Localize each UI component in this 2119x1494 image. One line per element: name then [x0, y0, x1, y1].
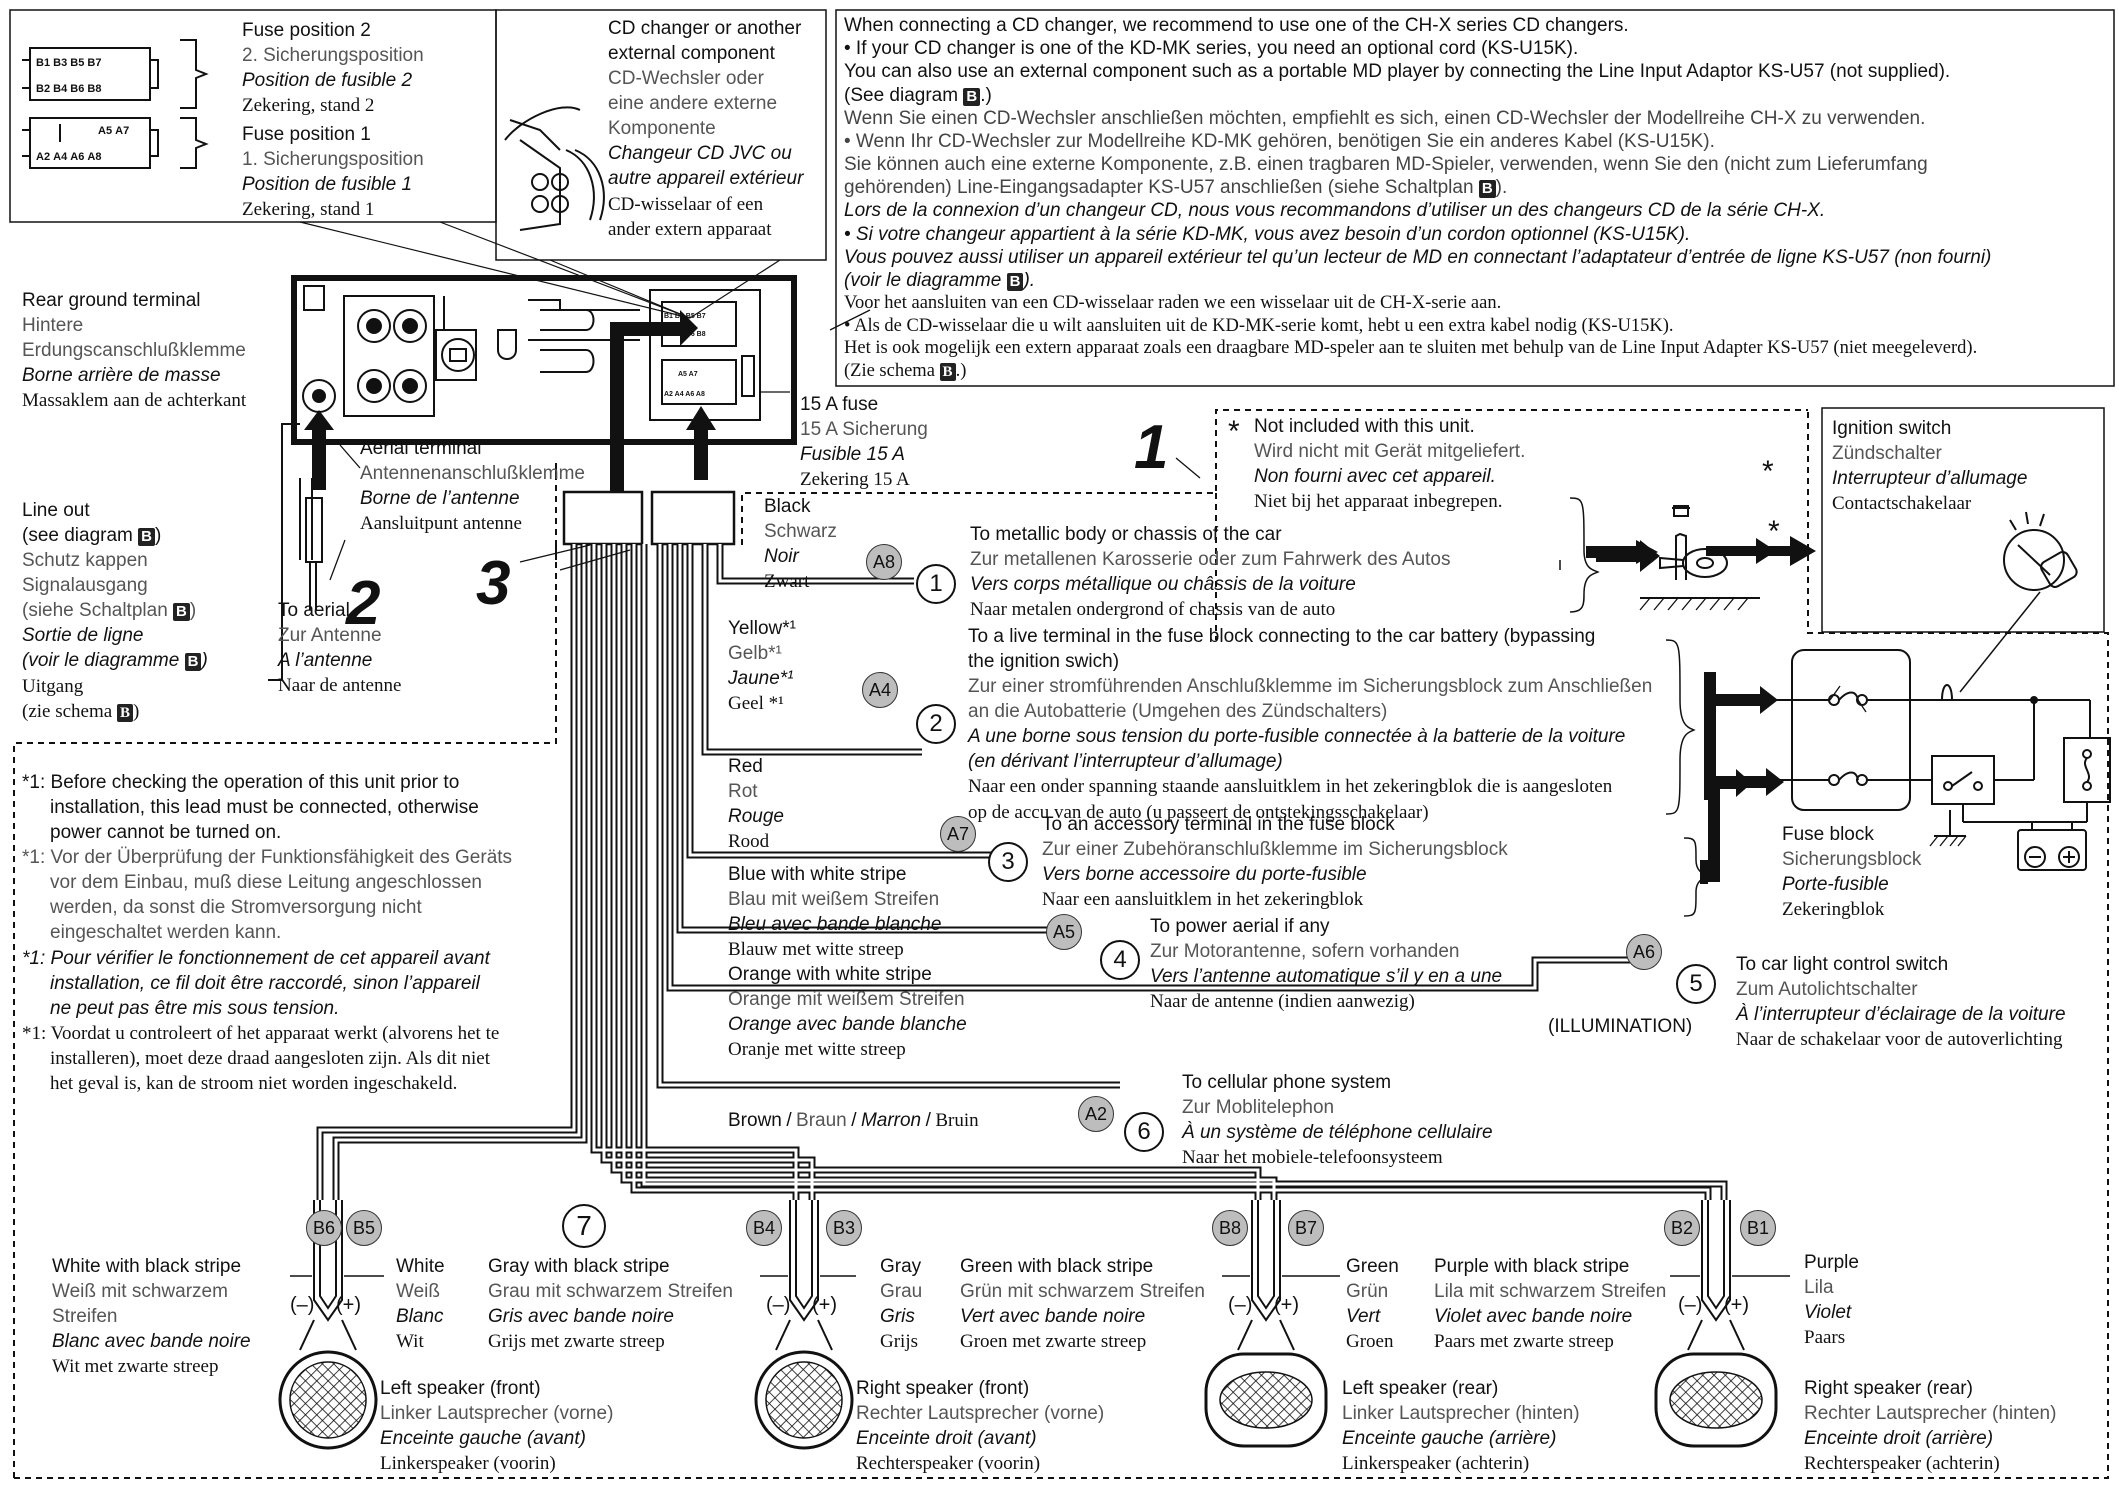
badge-b7: B7: [1288, 1210, 1324, 1246]
wire-blue-colors: Blue with white stripe Blau mit weißem S…: [728, 864, 942, 961]
fuse-pins-b-top: B1 B3 B5 B7: [36, 57, 102, 69]
speaker-rf-pos-wire: Gray Grau Gris Grijs: [880, 1256, 923, 1353]
footnote: *1: Before checking the operation of thi…: [22, 772, 513, 1094]
ignition-switch-label: Ignition switch Zündschalter Interrupteu…: [1832, 418, 2028, 515]
badge-a2: A2: [1078, 1096, 1114, 1132]
wire-orange-colors: Orange with white stripe Orange mit weiß…: [728, 964, 967, 1061]
speaker-lr-label: Left speaker (rear) Linker Lautsprecher …: [1342, 1378, 1580, 1475]
wire-number-6: 6: [1124, 1112, 1164, 1152]
screw-star: *: [1762, 455, 1774, 488]
wire-yellow-destination: To a live terminal in the fuse block con…: [968, 626, 1653, 823]
harness-connector-right: [650, 490, 736, 546]
wire-red-destination: To an accessory terminal in the fuse blo…: [1042, 814, 1508, 911]
illumination-label: (ILLUMINATION): [1548, 1016, 1693, 1037]
wire-number-7: 7: [562, 1204, 606, 1248]
speaker-right-front: [754, 1350, 854, 1450]
line-out-label: Line out (see diagram B) Schutz kappen S…: [22, 500, 208, 722]
polarity-neg-lr: (–): [1228, 1294, 1253, 1316]
polarity-neg-rf: (–): [766, 1294, 791, 1316]
ignition-box: [1821, 407, 2105, 633]
polarity-neg-lf: (–): [290, 1294, 315, 1316]
ignition-key: [2003, 511, 2078, 591]
polarity-pos-lr: (+): [1274, 1294, 1299, 1316]
badge-b5: B5: [346, 1210, 382, 1246]
harness-connector-left: [562, 490, 644, 546]
polarity-pos-lf: (+): [336, 1294, 361, 1316]
wire-orange-destination: To car light control switch Zum Autolich…: [1736, 954, 2066, 1051]
speaker-rf-label: Right speaker (front) Rechter Lautsprech…: [856, 1378, 1105, 1475]
wire-yellow-colors: Yellow*¹ Gelb*¹ Jaune*¹ Geel *¹: [728, 618, 796, 715]
fuse-block-schematic: [1776, 649, 2111, 871]
cd-connection-notes: When connecting a CD changer, we recomme…: [844, 15, 1992, 381]
cd-changer-label: CD changer or another external component…: [608, 18, 804, 240]
speaker-lf-neg-wire: White with black stripe Weiß mit schwarz…: [52, 1256, 251, 1378]
callout-1: 1: [1134, 413, 1169, 482]
fuse-pins-a-bottom: A2 A4 A6 A8: [36, 151, 102, 163]
wire-brown-destination: To cellular phone system Zur Mobliteleph…: [1182, 1072, 1493, 1169]
cd-changer-box: [495, 9, 827, 261]
speaker-left-rear: [1204, 1352, 1328, 1448]
speaker-lf-pos-wire: White Weiß Blanc Wit: [396, 1256, 445, 1353]
fuse-block-label: Fuse block Sicherungsblock Porte-fusible…: [1782, 824, 1922, 921]
not-included-star: *: [1228, 415, 1240, 448]
head-unit-rear: [291, 275, 797, 445]
badge-b3: B3: [826, 1210, 862, 1246]
wire-black-destination: To metallic body or chassis of the car Z…: [970, 524, 1451, 621]
speaker-right-rear: [1654, 1352, 1778, 1448]
badge-a6: A6: [1626, 934, 1662, 970]
wire-number-2: 2: [916, 704, 956, 744]
svg-text:A2 A4 A6 A8: A2 A4 A6 A8: [664, 391, 705, 398]
speaker-rr-pos-wire: Purple Lila Violet Paars: [1804, 1252, 1859, 1349]
speaker-lr-neg-wire: Green with black stripe Grün mit schwarz…: [960, 1256, 1205, 1353]
speaker-lf-label: Left speaker (front) Linker Lautsprecher…: [380, 1378, 614, 1475]
wire-red-colors: Red Rot Rouge Rood: [728, 756, 784, 853]
fuse-position-1-label: Fuse position 1 1. Sicherungsposition Po…: [242, 124, 424, 221]
badge-a8: A8: [866, 544, 902, 580]
polarity-neg-rr: (–): [1678, 1294, 1703, 1316]
badge-b6: B6: [306, 1210, 342, 1246]
callout-3: 3: [476, 549, 511, 618]
speaker-rr-label: Right speaker (rear) Rechter Lautspreche…: [1804, 1378, 2057, 1475]
speaker-rr-neg-wire: Purple with black stripe Lila mit schwar…: [1434, 1256, 1667, 1353]
fuse-pins-b-bottom: B2 B4 B6 B8: [36, 83, 102, 95]
badge-b8: B8: [1212, 1210, 1248, 1246]
svg-text:A5 A7: A5 A7: [678, 371, 698, 378]
ground-lug: [1639, 505, 1760, 611]
speaker-lr-pos-wire: Green Grün Vert Groen: [1346, 1256, 1399, 1353]
speaker-left-front: [278, 1350, 378, 1450]
badge-a7: A7: [940, 816, 976, 852]
wire-black-colors: Black Schwarz Noir Zwart: [764, 496, 837, 593]
boundary-not-included: [741, 409, 1808, 545]
lug-star: *: [1768, 515, 1780, 548]
not-included-label: Not included with this unit. Wird nicht …: [1254, 416, 1526, 513]
boundary-left: [13, 462, 557, 1478]
badge-a5: A5: [1046, 914, 1082, 950]
callout-2: 2: [346, 569, 381, 638]
rear-ground-terminal-label: Rear ground terminal Hintere Erdungscans…: [22, 290, 247, 412]
cd-notes-box: [835, 9, 2115, 387]
wire-number-4: 4: [1100, 940, 1140, 980]
badge-b1: B1: [1740, 1210, 1776, 1246]
to-aerial-label: To aerial Zur Antenne A l’antenne Naar d…: [278, 600, 402, 697]
speaker-rf-neg-wire: Gray with black stripe Grau mit schwarze…: [488, 1256, 733, 1353]
fuse-position-2-label: Fuse position 2 2. Sicherungsposition Po…: [242, 20, 424, 117]
wire-blue-destination: To power aerial if any Zur Motorantenne,…: [1150, 916, 1503, 1013]
polarity-pos-rf: (+): [812, 1294, 837, 1316]
polarity-pos-rr: (+): [1724, 1294, 1749, 1316]
fuse-15a-label: 15 A fuse 15 A Sicherung Fusible 15 A Ze…: [800, 394, 928, 491]
wire-number-3: 3: [988, 842, 1028, 882]
boundary-bottom-right: [14, 410, 2109, 1479]
badge-a4: A4: [862, 672, 898, 708]
fuse-pins-a-top: A5 A7: [98, 125, 130, 137]
badge-b4: B4: [746, 1210, 782, 1246]
wire-number-5: 5: [1676, 964, 1716, 1004]
badge-b2: B2: [1664, 1210, 1700, 1246]
wire-number-1: 1: [916, 564, 956, 604]
wire-brown-colors: Brown / Braun / Marron / Bruin: [728, 1110, 979, 1131]
aerial-terminal-label: Aerial terminal Antennenanschlußklemme B…: [360, 438, 585, 535]
